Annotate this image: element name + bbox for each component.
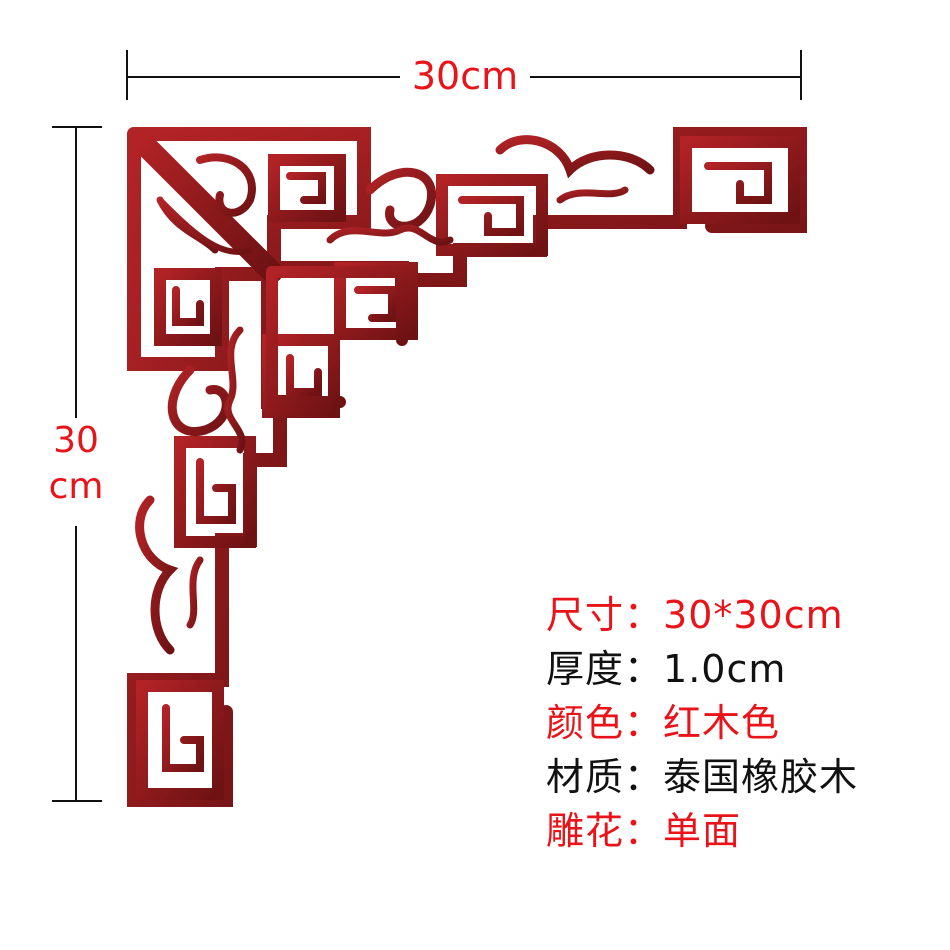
spec-row-color: 颜色： 红木色 <box>546 696 936 750</box>
spec-list: 尺寸： 30*30cm 厚度： 1.0cm 颜色： 红木色 材质： 泰国橡胶木 … <box>546 588 936 858</box>
height-dimension-tick-top <box>52 126 102 128</box>
width-dimension-label: 30cm <box>400 52 530 100</box>
spec-value-carving: 单面 <box>663 809 742 853</box>
spec-value-thickness: 1.0cm <box>663 647 787 691</box>
spec-row-size: 尺寸： 30*30cm <box>546 588 936 642</box>
height-dimension-value: 30 <box>53 420 99 461</box>
height-dimension-label: 30 cm <box>44 418 108 526</box>
height-dimension-unit: cm <box>48 466 104 507</box>
spec-row-carving: 雕花： 单面 <box>546 804 936 858</box>
spec-value-material: 泰国橡胶木 <box>663 755 859 799</box>
spec-value-color: 红木色 <box>663 701 781 745</box>
spec-value-size: 30*30cm <box>663 593 844 637</box>
height-dimension-tick-bottom <box>52 800 102 802</box>
spec-row-thickness: 厚度： 1.0cm <box>546 642 936 696</box>
spec-key-material: 材质： <box>546 755 664 799</box>
spec-key-color: 颜色： <box>546 701 664 745</box>
width-dimension-tick-left <box>126 50 128 100</box>
spec-key-thickness: 厚度： <box>546 647 664 691</box>
spec-key-size: 尺寸： <box>546 593 664 637</box>
spec-key-carving: 雕花： <box>546 809 664 853</box>
width-dimension-tick-right <box>800 50 802 100</box>
spec-row-material: 材质： 泰国橡胶木 <box>546 750 936 804</box>
